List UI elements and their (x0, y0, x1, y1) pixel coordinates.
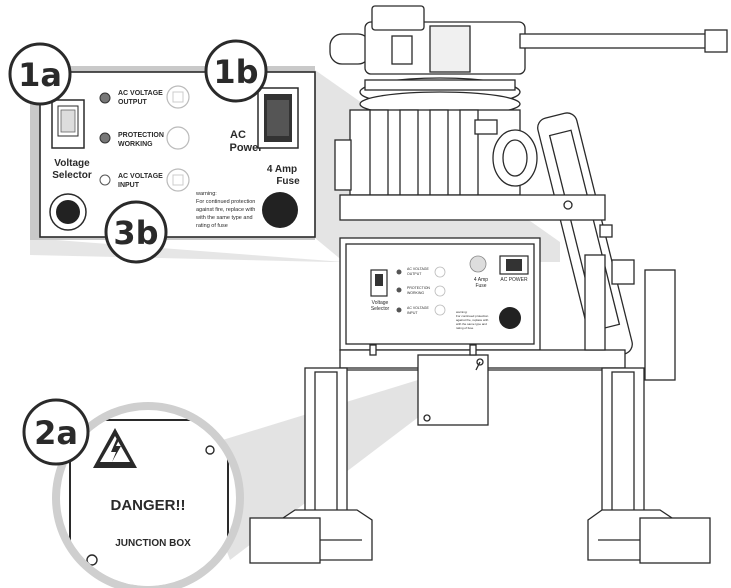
ac-power-label-2: Power (229, 142, 263, 154)
machine-ac-in-1: AC VOLTAGE (407, 306, 430, 310)
machine-protection-2: WORKING (407, 291, 424, 295)
danger-label: DANGER!! (111, 497, 186, 514)
callout-1a-label: 1a (18, 56, 62, 94)
callout-1b: 1b (204, 39, 268, 103)
machine-ac-power: AC POWER (500, 277, 528, 283)
machine-warning-2: For continued protection (456, 314, 489, 318)
warning-text-4: with the same type and (195, 215, 253, 221)
ac-voltage-output-label-1: AC VOLTAGE (118, 90, 163, 97)
indicator-light-icon (99, 132, 111, 144)
zoom-beam-left (30, 238, 344, 262)
machine-ac-out-2: OUTPUT (407, 272, 422, 276)
zoom-panel: Voltage Selector AC VOLTAGE OUTPUT PROTE… (30, 66, 316, 240)
callout-2a: 2a (22, 398, 90, 466)
machine-warning-3: against fire, replace with (456, 318, 489, 322)
machine-fuse-2: Fuse (475, 283, 486, 289)
junction-box-zoom: DANGER!! JUNCTION BOX (52, 402, 244, 588)
indicator-light-icon (99, 92, 111, 104)
indicator-light-icon (99, 174, 111, 186)
machine-warning-1: warning: (456, 310, 468, 314)
warning-text-3: against fire, replace with (196, 207, 255, 213)
warning-text-5: rating of fuse (196, 223, 228, 229)
ac-voltage-input-label-2: INPUT (118, 182, 140, 189)
ac-power-label-1: AC (230, 129, 246, 141)
ac-voltage-output-label-2: OUTPUT (118, 99, 148, 106)
machine-warning-5: rating of fuse (456, 326, 474, 330)
fuse-label-2: Fuse (276, 176, 300, 187)
callout-1b-label: 1b (213, 53, 258, 91)
fuse-holder (262, 192, 298, 228)
protection-working-label-2: WORKING (118, 141, 153, 148)
warning-text-2: For continued protection (196, 199, 255, 205)
protection-working-label-1: PROTECTION (118, 132, 164, 139)
machine-voltage-selector-label-1: Voltage (372, 300, 389, 306)
machine-protection-1: PROTECTION (407, 286, 430, 290)
callout-1a: 1a (8, 42, 72, 106)
machine-fuse-1: 4 Amp (474, 277, 488, 283)
ac-voltage-input-label-1: AC VOLTAGE (118, 173, 163, 180)
machine-ac-out-1: AC VOLTAGE (407, 267, 430, 271)
voltage-selector-label-1: Voltage (54, 158, 90, 169)
junction-box-label: JUNCTION BOX (115, 538, 191, 549)
lightning-warning-icon (93, 428, 137, 468)
machine-voltage-selector-label-2: Selector (371, 306, 390, 312)
warning-text-1: warning: (195, 191, 217, 197)
fuse-label-1: 4 Amp (267, 164, 297, 175)
callout-2a-label: 2a (34, 414, 78, 452)
machine-ac-in-2: INPUT (407, 311, 418, 315)
callout-3b: 3b (104, 200, 168, 264)
callout-3b-label: 3b (113, 214, 158, 252)
machine-warning-4: with the same type and (456, 322, 487, 326)
machine-logo-badge (499, 307, 521, 329)
indicator-light-icon (396, 269, 402, 275)
machine-control-panel: Voltage Selector AC VOLTAGE OUTPUT PROTE… (370, 255, 529, 330)
indicator-light-icon (396, 287, 402, 293)
voltage-selector-label-2: Selector (52, 170, 92, 181)
indicator-light-icon (396, 307, 402, 313)
